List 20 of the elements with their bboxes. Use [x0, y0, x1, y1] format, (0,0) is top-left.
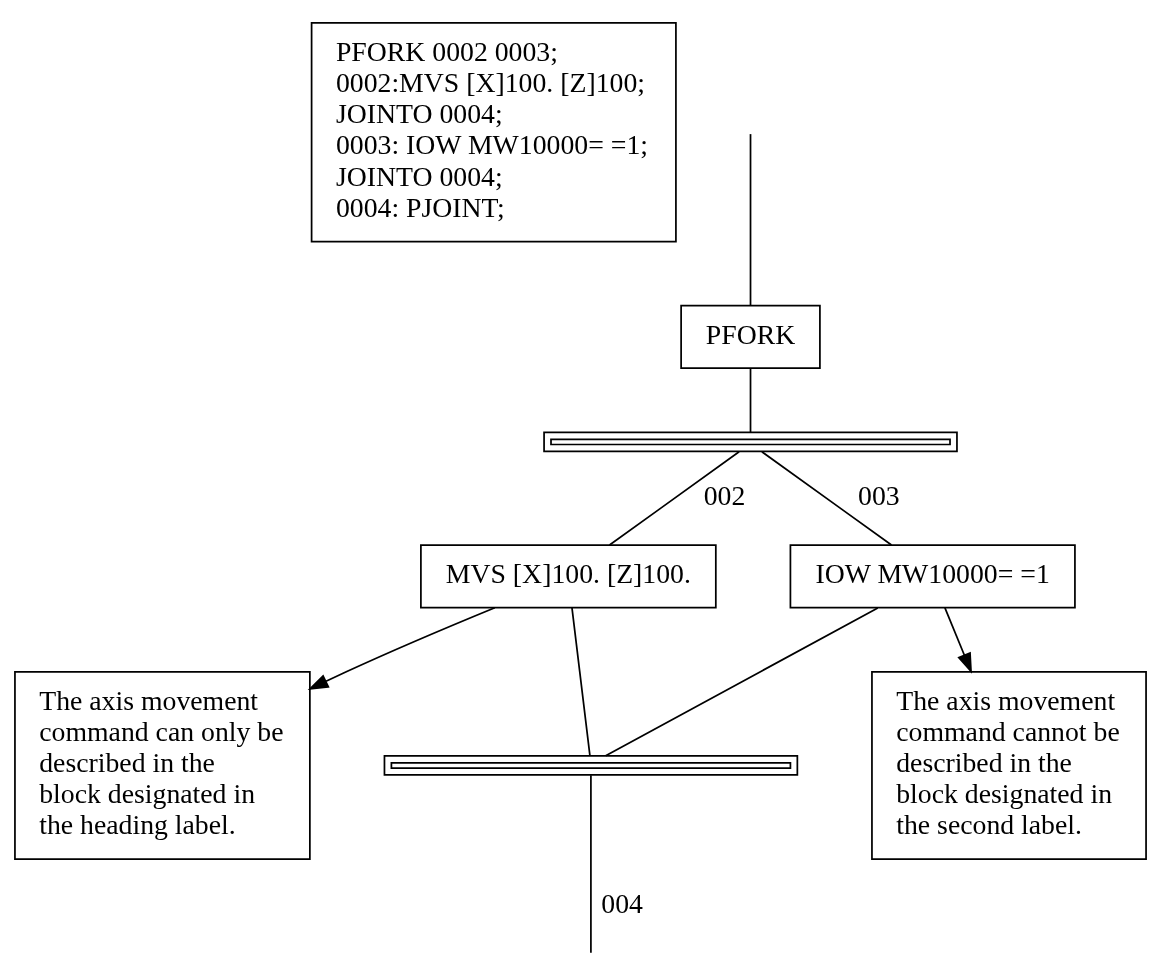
edge-label: 004 — [601, 887, 643, 919]
edge-label: 002 — [703, 479, 746, 511]
connector — [749, 132, 752, 306]
node-box: PFORK — [680, 304, 821, 369]
node-bar — [543, 431, 958, 452]
connector — [604, 606, 879, 757]
edge-label: 003 — [858, 479, 900, 511]
node-box: The axis movement command cannot be described in the block designated in the second label. — [871, 670, 1147, 860]
connector — [590, 773, 592, 954]
node-box: IOW MW10000= =1 — [789, 543, 1076, 608]
node-box: MVS [X]100. [Z]100. — [420, 543, 717, 608]
connector — [571, 606, 591, 756]
node-box: The axis movement command can only be described in the block designated in the heading label. — [14, 670, 311, 860]
connector — [749, 367, 752, 433]
node-bar — [383, 754, 799, 776]
arrow — [944, 606, 973, 674]
connector — [608, 450, 740, 546]
node-box: PFORK 0002 0003; 0002:MVS [X]100. [Z]100; JOINTO 0004; 0003: IOW MW10000= =1; JOINTO 0004; 0004: PJOINT; — [310, 21, 677, 242]
arrow — [307, 606, 496, 690]
connector — [761, 450, 893, 546]
